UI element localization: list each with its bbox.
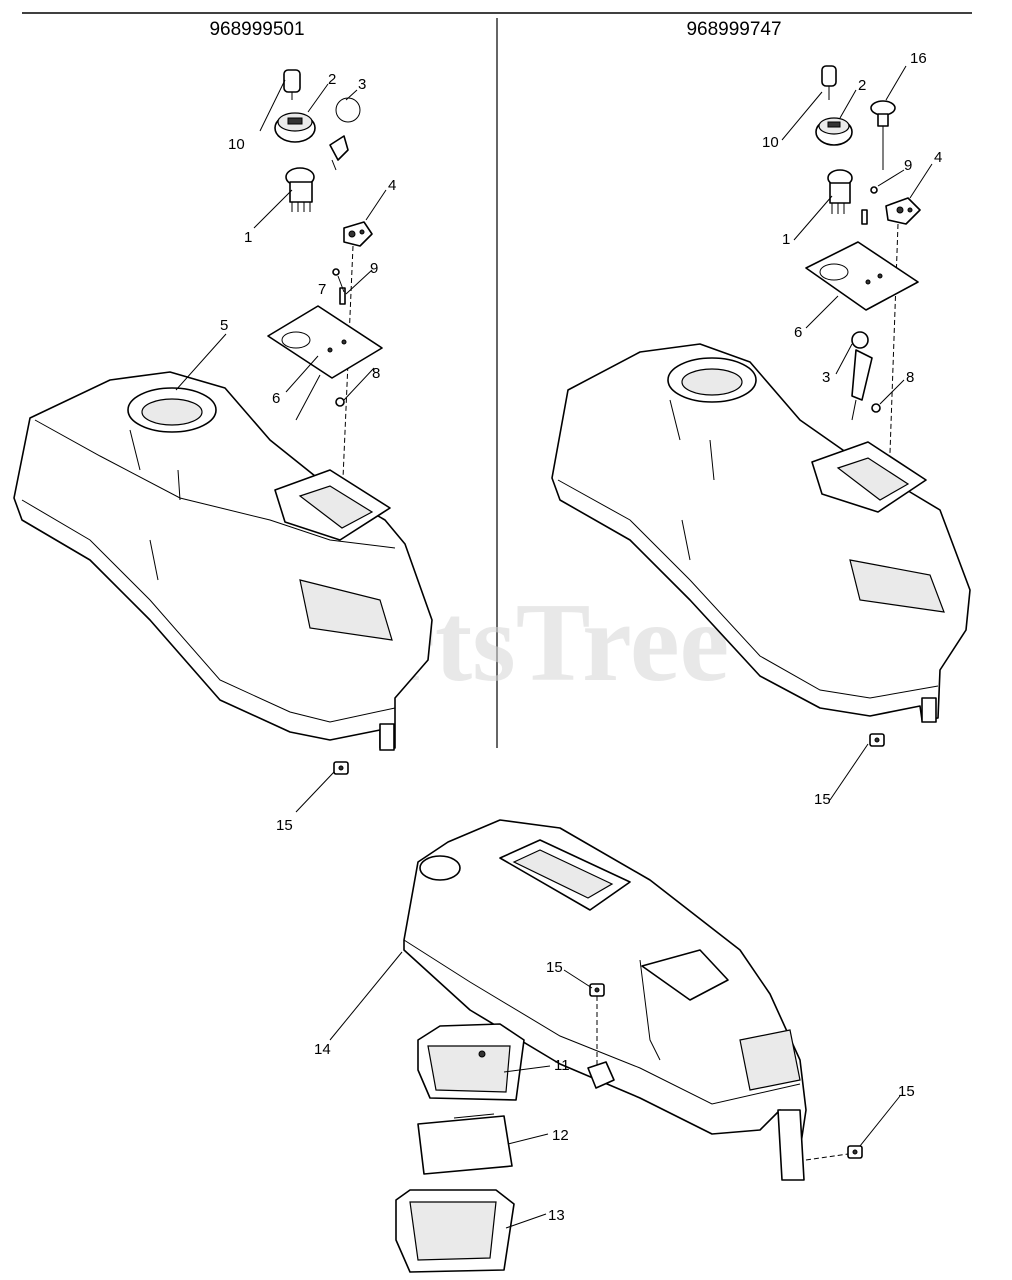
left-bolt-9 (339, 287, 346, 305)
left-callout-5: 5 (220, 317, 228, 334)
left-nut-7 (332, 268, 340, 276)
left-clip-3 (329, 97, 361, 171)
right-callout-6: 6 (794, 324, 802, 341)
right-plate-6 (805, 241, 919, 311)
bottom-assembly: 14 15 11 12 13 15 (314, 819, 915, 1273)
right-screw-15 (869, 733, 885, 747)
bottom-callout-14: 14 (314, 1041, 331, 1058)
right-callout-2: 2 (858, 77, 866, 94)
right-key-10 (821, 65, 837, 100)
right-callout-8: 8 (906, 369, 914, 386)
lens-12 (417, 1113, 513, 1175)
lens-housing-11 (417, 1023, 525, 1101)
left-callout-4: 4 (388, 177, 396, 194)
right-nut-9 (870, 186, 878, 194)
left-callout-8: 8 (372, 365, 380, 382)
bottom-callout-12: 12 (552, 1127, 569, 1144)
left-fender-5 (13, 371, 433, 751)
left-plate-6 (267, 305, 383, 379)
right-knob-4 (885, 197, 921, 225)
right-callout-10: 10 (762, 134, 779, 151)
left-ignition-switch-2 (274, 112, 316, 143)
bezel-13 (395, 1189, 515, 1273)
bottom-callout-13: 13 (548, 1207, 565, 1224)
right-switch-1 (827, 169, 853, 214)
right-callout-16: 16 (910, 50, 927, 67)
left-callout-3: 3 (358, 76, 366, 93)
right-callout-15: 15 (814, 791, 831, 808)
left-screw-15 (333, 761, 349, 775)
bottom-callout-15-a: 15 (546, 959, 563, 976)
left-assembly: 10 2 3 1 4 5 7 9 6 8 15 (13, 69, 433, 834)
right-model-number: 968999747 (686, 19, 781, 40)
right-washer-8 (871, 403, 881, 413)
right-fender (551, 343, 971, 723)
right-assembly: 10 2 16 1 9 4 6 3 8 15 (551, 50, 971, 808)
bottom-screw-15-a (589, 983, 605, 997)
left-callout-1: 1 (244, 229, 252, 246)
left-key-10 (283, 69, 301, 100)
right-knob-16 (870, 100, 896, 170)
bottom-callout-11: 11 (554, 1057, 570, 1074)
right-bracket-3 (851, 331, 873, 421)
right-callout-3: 3 (822, 369, 830, 386)
bottom-callout-15-b: 15 (898, 1083, 915, 1100)
right-callout-1: 1 (782, 231, 790, 248)
right-ignition-switch-2 (815, 117, 853, 146)
left-callout-9: 9 (370, 260, 378, 277)
left-callout-15: 15 (276, 817, 293, 834)
right-callout-9: 9 (904, 157, 912, 174)
left-callout-6: 6 (272, 390, 280, 407)
left-model-number: 968999501 (209, 19, 304, 40)
left-switch-1 (285, 167, 315, 212)
left-callout-7: 7 (318, 281, 326, 298)
left-callout-10: 10 (228, 136, 245, 153)
left-knob-4 (343, 221, 373, 247)
left-washer-8 (335, 397, 345, 407)
rear-body-14 (403, 819, 807, 1181)
right-callout-4: 4 (934, 149, 942, 166)
bottom-screw-15-b (805, 1145, 863, 1161)
left-callout-2: 2 (328, 71, 336, 88)
